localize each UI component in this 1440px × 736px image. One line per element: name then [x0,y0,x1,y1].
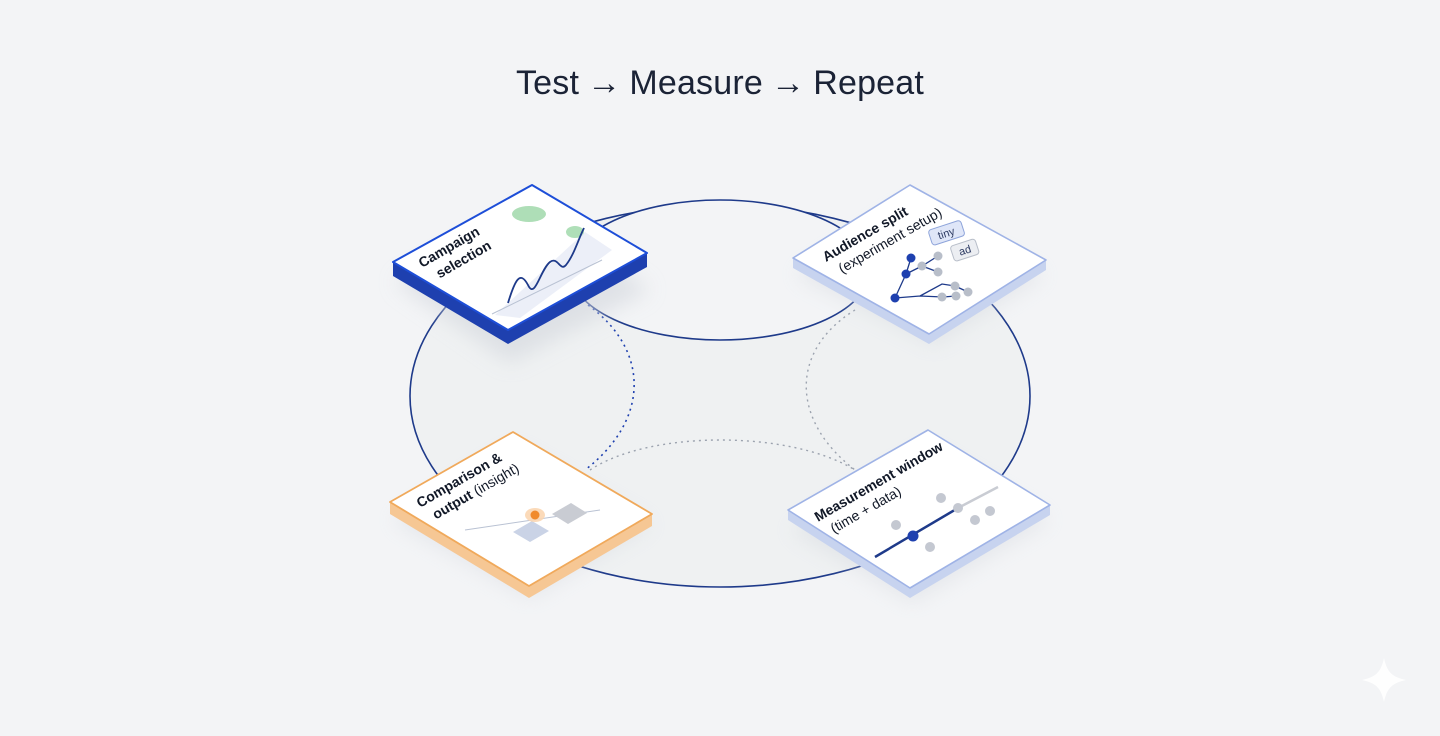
orange-dot-core [530,510,540,520]
card-campaign-selection[interactable]: Campaign selection [392,184,650,363]
title-step-measure: Measure [629,64,763,102]
timeline-track [957,485,999,510]
arrow-icon: → [771,64,806,102]
data-points-icon [891,493,995,552]
diagram-title: Test→Measure→Repeat [0,64,1440,103]
title-step-test: Test [515,64,580,102]
sparkle-icon [1362,658,1406,702]
green-highlight-icon [512,206,546,222]
branch-tree-icon [890,251,973,303]
connector-campaign-comparison [584,304,635,471]
card-measurement-window[interactable]: Measurement window (time + data) [787,429,1051,602]
green-dot-icon [566,226,584,238]
wave-line-icon [507,227,585,304]
bar-left [513,521,549,542]
svg-text:ad: ad [957,243,972,258]
arrow-icon: → [587,64,622,102]
card-comparison-output[interactable]: Comparison & output (insight) [389,431,653,598]
card-audience-split[interactable]: tiny ad Audience split (experiment setup… [792,184,1047,345]
bar-right [552,503,587,524]
title-step-repeat: Repeat [813,64,925,102]
tag-ad: ad [950,238,980,262]
tag-tiny: tiny [928,220,965,246]
svg-text:tiny: tiny [936,225,956,242]
